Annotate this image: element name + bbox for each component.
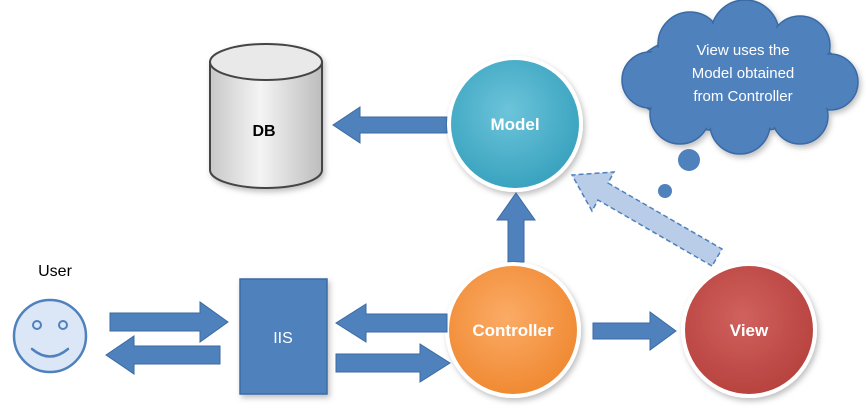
arrow-iis-to-user: [105, 335, 221, 375]
view-label: View: [730, 321, 769, 340]
iis-box: [239, 278, 328, 395]
user-label: User: [38, 263, 72, 280]
model-label: Model: [490, 115, 539, 134]
thought-bubble-large: [678, 149, 700, 171]
arrow-user-to-iis: [109, 301, 229, 343]
user-smiley-icon: [12, 298, 88, 374]
arrow-controller-to-model: [496, 192, 536, 263]
arrow-iis-to-controller: [335, 343, 451, 383]
db-cylinder: [209, 43, 323, 189]
callout-text-line-3: from Controller: [693, 88, 792, 105]
thought-cloud: [621, 0, 859, 155]
arrow-controller-to-view: [592, 311, 677, 351]
thought-bubble-medium: [658, 184, 672, 198]
controller-node: [445, 262, 581, 398]
arrow-controller-to-iis: [335, 303, 448, 343]
db-label: DB: [252, 123, 275, 140]
model-node: [447, 56, 583, 192]
controller-label: Controller: [472, 321, 554, 340]
iis-label: IIS: [273, 330, 293, 347]
dashed-arrow-view-to-model: [570, 171, 724, 268]
arrow-model-to-db: [332, 106, 448, 144]
view-node: [681, 262, 817, 398]
callout-text-line-1: View uses the: [696, 42, 789, 59]
callout-text-line-2: Model obtained: [692, 65, 795, 82]
thought-bubbles: [647, 149, 700, 220]
